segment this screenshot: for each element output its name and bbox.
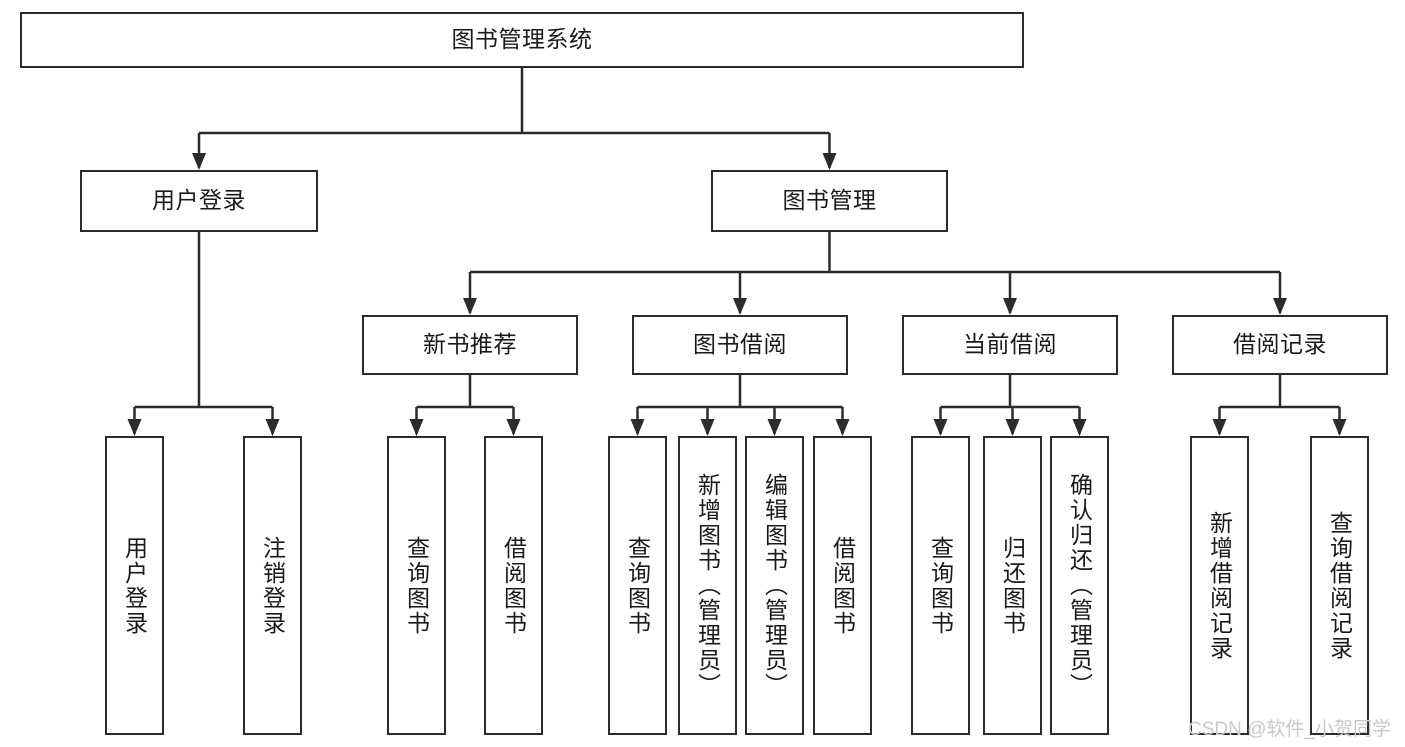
- node-label-leaf-query-book-1: 查询图书: [403, 535, 430, 636]
- node-user-login[interactable]: 用户登录: [80, 170, 318, 232]
- node-leaf-confirm-return[interactable]: 确认归还（管理员）: [1050, 436, 1109, 735]
- arrowhead-book-borrow: [733, 298, 747, 315]
- node-leaf-return-book[interactable]: 归还图书: [983, 436, 1042, 735]
- arrowhead-leaf-query-book-1: [409, 419, 424, 436]
- arrowhead-leaf-user-login: [127, 419, 142, 436]
- node-label-leaf-logout: 注销登录: [259, 535, 286, 636]
- node-book-borrow[interactable]: 图书借阅: [632, 315, 848, 375]
- node-label-user-login: 用户登录: [152, 187, 246, 214]
- node-leaf-borrow-book-2[interactable]: 借阅图书: [813, 436, 872, 735]
- node-label-leaf-query-book-3: 查询图书: [927, 535, 954, 636]
- node-leaf-borrow-book-1[interactable]: 借阅图书: [484, 436, 543, 735]
- arrowhead-leaf-confirm-return: [1072, 419, 1087, 436]
- node-new-book-rec[interactable]: 新书推荐: [362, 315, 578, 375]
- arrowhead-new-book-rec: [463, 298, 477, 315]
- node-label-leaf-query-book-2: 查询图书: [624, 535, 651, 636]
- node-label-book-manage: 图书管理: [782, 187, 877, 214]
- node-label-borrow-record: 借阅记录: [1233, 331, 1327, 358]
- node-current-borrow[interactable]: 当前借阅: [902, 315, 1118, 375]
- node-leaf-query-book-1[interactable]: 查询图书: [387, 436, 446, 735]
- arrowhead-leaf-add-record: [1212, 419, 1227, 436]
- arrowhead-leaf-edit-book: [767, 419, 782, 436]
- node-leaf-logout[interactable]: 注销登录: [243, 436, 302, 735]
- node-label-leaf-return-book: 归还图书: [999, 535, 1026, 636]
- arrowhead-leaf-query-book-2: [630, 419, 645, 436]
- node-leaf-query-record[interactable]: 查询借阅记录: [1310, 436, 1369, 735]
- arrowhead-leaf-borrow-book-2: [835, 419, 850, 436]
- node-label-leaf-user-login: 用户登录: [121, 535, 148, 636]
- node-label-leaf-edit-book: 编辑图书（管理员）: [761, 473, 788, 698]
- node-label-new-book-rec: 新书推荐: [423, 331, 517, 358]
- node-leaf-query-book-3[interactable]: 查询图书: [911, 436, 970, 735]
- node-leaf-add-record[interactable]: 新增借阅记录: [1190, 436, 1249, 735]
- node-label-leaf-borrow-book-1: 借阅图书: [500, 535, 527, 636]
- arrowhead-leaf-query-book-3: [933, 419, 948, 436]
- node-label-leaf-query-record: 查询借阅记录: [1326, 510, 1353, 661]
- node-label-leaf-add-book: 新增图书（管理员）: [694, 473, 721, 698]
- arrowhead-user-login: [192, 153, 206, 170]
- node-leaf-add-book[interactable]: 新增图书（管理员）: [678, 436, 737, 735]
- node-leaf-user-login[interactable]: 用户登录: [105, 436, 164, 735]
- arrowhead-leaf-return-book: [1005, 419, 1020, 436]
- node-leaf-query-book-2[interactable]: 查询图书: [608, 436, 667, 735]
- node-label-leaf-borrow-book-2: 借阅图书: [829, 535, 856, 636]
- node-label-book-borrow: 图书借阅: [693, 331, 787, 358]
- arrowhead-book-manage: [822, 153, 837, 170]
- arrowhead-leaf-query-record: [1332, 419, 1347, 436]
- node-borrow-record[interactable]: 借阅记录: [1172, 315, 1388, 375]
- arrowhead-leaf-logout: [265, 419, 280, 436]
- watermark-text: CSDN @软件_小贺同学: [1188, 719, 1391, 740]
- node-label-leaf-add-record: 新增借阅记录: [1206, 510, 1233, 661]
- node-root[interactable]: 图书管理系统: [20, 12, 1024, 68]
- node-book-manage[interactable]: 图书管理: [711, 170, 948, 232]
- node-leaf-edit-book[interactable]: 编辑图书（管理员）: [745, 436, 804, 735]
- node-label-leaf-confirm-return: 确认归还（管理员）: [1066, 473, 1093, 698]
- node-label-root: 图书管理系统: [451, 26, 593, 53]
- arrowhead-current-borrow: [1003, 298, 1017, 315]
- arrowhead-borrow-record: [1273, 298, 1287, 315]
- arrowhead-leaf-borrow-book-1: [506, 419, 521, 436]
- node-label-current-borrow: 当前借阅: [963, 331, 1057, 358]
- arrowhead-leaf-add-book: [700, 419, 715, 436]
